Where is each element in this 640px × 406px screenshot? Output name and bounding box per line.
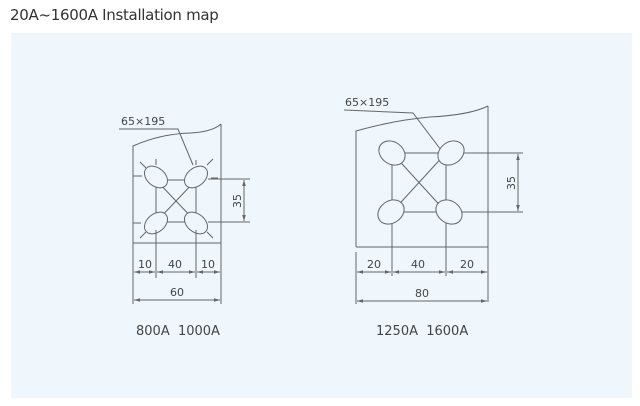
dimension-total: 80 (415, 287, 429, 300)
mounting-hole (143, 165, 169, 189)
dimension-right: 10 (201, 258, 215, 271)
dimension-middle: 40 (411, 258, 425, 271)
mounting-hole (183, 211, 209, 235)
leader-line (119, 128, 194, 166)
mounting-plate-outline (355, 105, 489, 247)
dimension-vertical: 35 (505, 176, 518, 190)
mounting-hole (143, 211, 169, 235)
radial-ticks (133, 158, 219, 239)
page-title: 20A~1600A Installation map (10, 6, 219, 24)
dimension-right: 20 (460, 258, 474, 271)
dimension-total: 60 (170, 286, 184, 299)
mounting-hole (437, 140, 465, 166)
hole-size-label: 65×195 (345, 96, 389, 109)
leader-line (343, 109, 442, 151)
dimension-left: 10 (138, 258, 152, 271)
mounting-plate-outline (132, 123, 222, 304)
dimension-vertical: 35 (231, 194, 244, 208)
mounting-hole (378, 140, 406, 166)
dimension-middle: 40 (168, 258, 182, 271)
drawing-1250a-1600a: 65×195 35 20 40 20 80 1250A 1600A (343, 96, 523, 339)
dimension-left: 20 (367, 258, 381, 271)
mounting-hole (435, 199, 463, 225)
mounting-hole (183, 165, 209, 189)
mounting-hole (377, 199, 405, 225)
drawing-800a-1000a: 65×195 35 10 40 10 60 800A 1000A (119, 115, 250, 339)
drawing-caption: 800A 1000A (136, 324, 220, 339)
drawing-caption: 1250A 1600A (376, 324, 468, 339)
hole-size-label: 65×195 (121, 115, 165, 128)
diagram-panel (11, 33, 632, 398)
